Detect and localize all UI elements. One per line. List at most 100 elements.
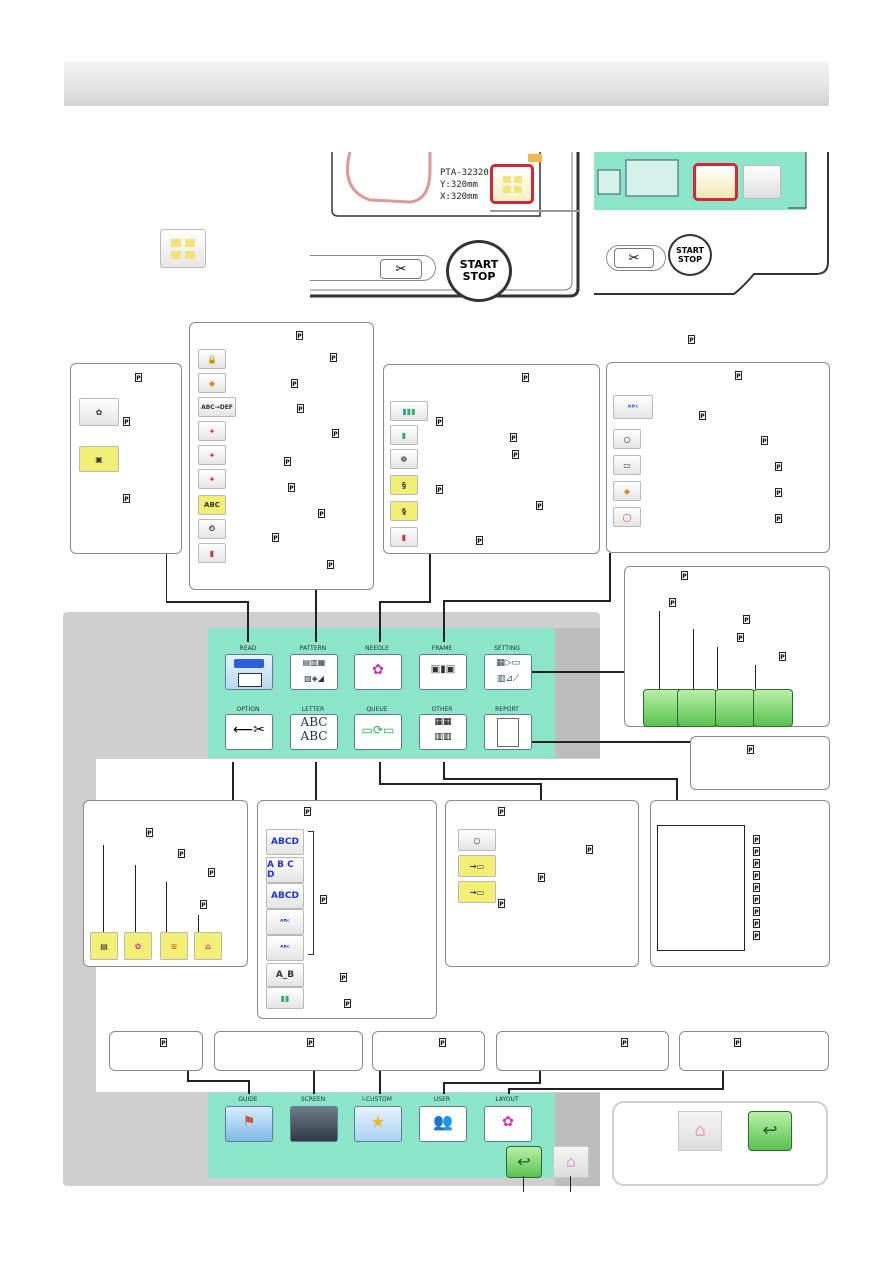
page-reference-icon: P [318,509,325,518]
page-reference-icon: P [621,1038,628,1047]
setting-updown-button[interactable] [677,689,717,727]
scissors-button[interactable]: ✂ [380,259,422,279]
scissors-button-2[interactable]: ✂ [614,248,654,268]
page-reference-icon: P [681,571,688,580]
connector-line [187,1071,189,1081]
frame-button[interactable]: ▣▮▣ [419,654,467,690]
home-button-photo[interactable] [743,165,781,199]
connector-line [443,1082,541,1084]
option-wave-icon: ≋ [160,932,188,960]
pattern-button[interactable]: ▤▥▦▧◈◢ [290,654,338,690]
home-back-legend: ⌂ ↩ [612,1101,828,1186]
letter-arch-down-icon: ABCD [266,883,304,909]
connector-line [676,778,678,800]
read-button[interactable] [225,654,273,690]
save-folder-icon: ✦ [198,469,226,489]
start-stop-button-2[interactable]: START STOP [668,234,712,276]
setting-button[interactable]: ▦▷▭▥⊿⟋ [484,654,532,690]
page-reference-icon: P [753,847,760,856]
other-button[interactable]: ▦▦▥▥ [419,714,467,750]
connector-line [570,1176,571,1192]
connector-line [429,554,431,602]
report-button[interactable] [484,714,532,750]
page-reference-icon: P [753,919,760,928]
letter-circle-down-icon: ᴬᴮᶜ [266,935,304,961]
icustom-button[interactable]: ★ [354,1106,402,1142]
page-reference-icon: P [304,807,311,816]
other-folder-2-icon: →▭ [458,881,496,903]
page-reference-icon: P [735,371,742,380]
menu-screen-shadow [555,628,600,758]
menu-key-highlight[interactable] [693,163,738,201]
connector-line [722,1071,724,1089]
letter-arch-up-icon: A B C D [266,857,304,883]
needle-set-icon: ▮ [390,425,418,445]
connector-line [232,762,234,800]
timer-icon: ⏲ [198,519,226,539]
connector-line [247,601,249,642]
user-button[interactable]: 👥 [419,1106,467,1142]
start-stop-button[interactable]: START STOP [446,240,512,302]
page-reference-icon: P [586,845,593,854]
home-icon: ⌂ [678,1111,722,1151]
setting-center-button[interactable] [753,689,793,727]
letter-bracket [308,831,314,955]
page-reference-icon: P [743,615,750,624]
report-list-callout: P P P P P P P P P [650,800,830,967]
frame-center-icon: ◆ [613,481,641,501]
frame-text-icon: ᴬᴮᶜ [613,395,653,419]
icustom-label: i-CUSTOM [362,1096,392,1103]
page-reference-icon: P [340,973,347,982]
y-size: Y:320mm [440,180,478,190]
color-palette-icon: ❁ [390,449,418,469]
page-reference-icon: P [123,417,130,426]
page-reference-icon: P [522,373,529,382]
setting-frame-button[interactable] [715,689,755,727]
page-reference-icon: P [327,560,334,569]
layout-button[interactable]: ✿ [484,1106,532,1142]
guide-button[interactable]: ⚑ [225,1106,273,1142]
report-callout: P [690,736,830,790]
page-reference-icon: P [288,483,295,492]
option-button[interactable]: ⟵✂ [225,714,273,750]
page-reference-icon: P [498,899,505,908]
queue-label: QUEUE [366,706,388,713]
other-folder-icon: →▭ [458,855,496,877]
back-arrow-icon: ↩ [748,1111,792,1151]
user-label: USER [433,1096,451,1103]
connector-line [443,778,677,780]
page-reference-icon: P [512,450,519,459]
start-label-2: START [675,246,705,255]
connector-line [609,553,611,601]
needle-button[interactable]: ✿ [354,654,402,690]
screen-label: SCREEN [300,1096,326,1103]
connector-line [248,1080,250,1094]
read-design-highlight[interactable] [490,164,534,204]
page-reference-icon: P [436,485,443,494]
page-reference-icon: P [344,999,351,1008]
connector-line [166,554,167,602]
connector-line [532,741,690,743]
frame-callout: P ᴬᴮᶜ P ○ P ▭ P ◆ P ◯ P [606,362,830,553]
page-reference-icon: P [775,514,782,523]
memory-delete-icon: ▮ [198,543,226,563]
icustom-callout: P [372,1031,485,1071]
read-usb-icon: ✿ [79,398,119,426]
page-reference-icon: P [272,533,279,542]
queue-button[interactable]: ▭⟳▭ [354,714,402,750]
page-reference-icon: P [297,404,304,413]
page-reference-icon: P [753,931,760,940]
x-size: X:320mm [440,192,478,202]
screen-callout: P [214,1031,363,1071]
save-usb-icon: ✦ [198,445,226,465]
connector-line [508,1088,510,1094]
back-button[interactable]: ↩ [506,1146,542,1178]
header-bar [64,62,829,106]
connector-line [379,783,541,785]
device-screen-photo-1 [310,150,582,300]
home-button[interactable]: ⌂ [553,1146,589,1178]
connector-line [443,600,445,642]
needle-label: NEEDLE [365,645,389,652]
screen-button[interactable] [290,1106,338,1142]
